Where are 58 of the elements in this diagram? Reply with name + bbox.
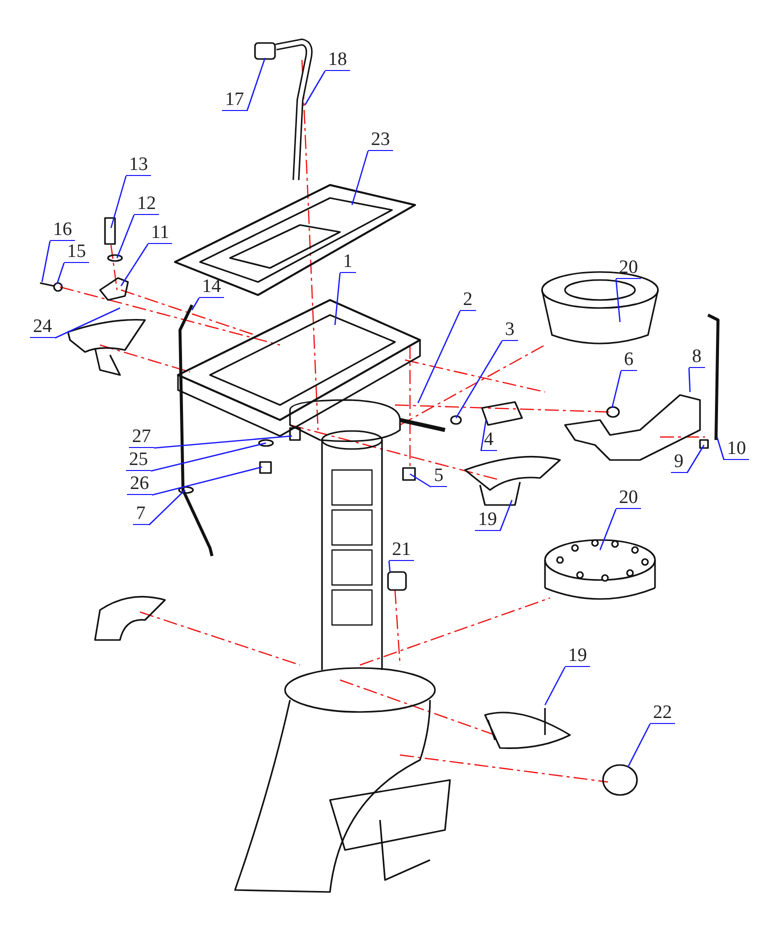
callout-number: 9 — [671, 452, 686, 473]
leader-line — [410, 473, 432, 488]
callout-number: 26 — [127, 474, 152, 495]
callout-number: 1 — [340, 252, 356, 273]
leader-line — [191, 298, 200, 310]
leader-line — [544, 666, 566, 706]
callout-number: 25 — [126, 450, 151, 471]
callout-number: 12 — [134, 194, 159, 215]
callout-number: 4 — [481, 430, 496, 451]
callout-number: 20 — [616, 488, 641, 509]
callout-number: 19 — [475, 510, 500, 531]
callout-number: 7 — [133, 504, 148, 525]
leader-line — [150, 442, 266, 472]
callout-number: 8 — [689, 347, 704, 368]
callout-number: 2 — [460, 290, 476, 311]
leader-line — [480, 420, 487, 452]
leader-line — [41, 240, 51, 282]
leader-line — [627, 724, 651, 768]
leader-line — [351, 150, 369, 206]
leader-line — [455, 340, 503, 418]
leader-line — [611, 370, 622, 408]
callout-number: 6 — [621, 350, 636, 371]
callout-number: 16 — [50, 220, 75, 241]
callout-number: 20 — [616, 258, 641, 279]
callout-number: 11 — [148, 223, 172, 244]
leader-line — [688, 368, 691, 392]
callout-number: 14 — [199, 277, 224, 298]
callout-number: 10 — [724, 439, 749, 460]
leader-line — [120, 244, 149, 286]
leader-line — [599, 508, 617, 550]
leader-line — [246, 58, 266, 112]
leader-line — [334, 272, 341, 326]
leader-line — [388, 560, 391, 572]
callout-number: 18 — [325, 50, 350, 71]
callout-number: 5 — [431, 466, 446, 487]
leader-line — [304, 70, 326, 106]
callout-number: 21 — [389, 540, 414, 561]
leader-line — [499, 500, 513, 532]
callout-number: 15 — [64, 242, 89, 263]
leader-line — [417, 310, 461, 404]
leader-line — [148, 490, 186, 526]
callout-number: 3 — [502, 320, 518, 341]
callout-number: 23 — [368, 130, 393, 151]
callout-number: 27 — [129, 427, 154, 448]
leader-line — [716, 436, 725, 460]
leader-line — [116, 214, 135, 258]
callout-number: 22 — [650, 703, 675, 724]
callout-number: 17 — [222, 90, 247, 111]
callout-number: 13 — [126, 155, 151, 176]
leader-line — [54, 307, 120, 339]
callout-number: 24 — [30, 317, 55, 338]
callout-number: 19 — [565, 646, 590, 667]
leader-line — [152, 466, 262, 496]
leader-line — [110, 176, 127, 228]
leader-line — [56, 262, 65, 284]
leader-line — [154, 435, 292, 449]
leader-line — [686, 444, 705, 474]
leader-line — [615, 278, 621, 322]
